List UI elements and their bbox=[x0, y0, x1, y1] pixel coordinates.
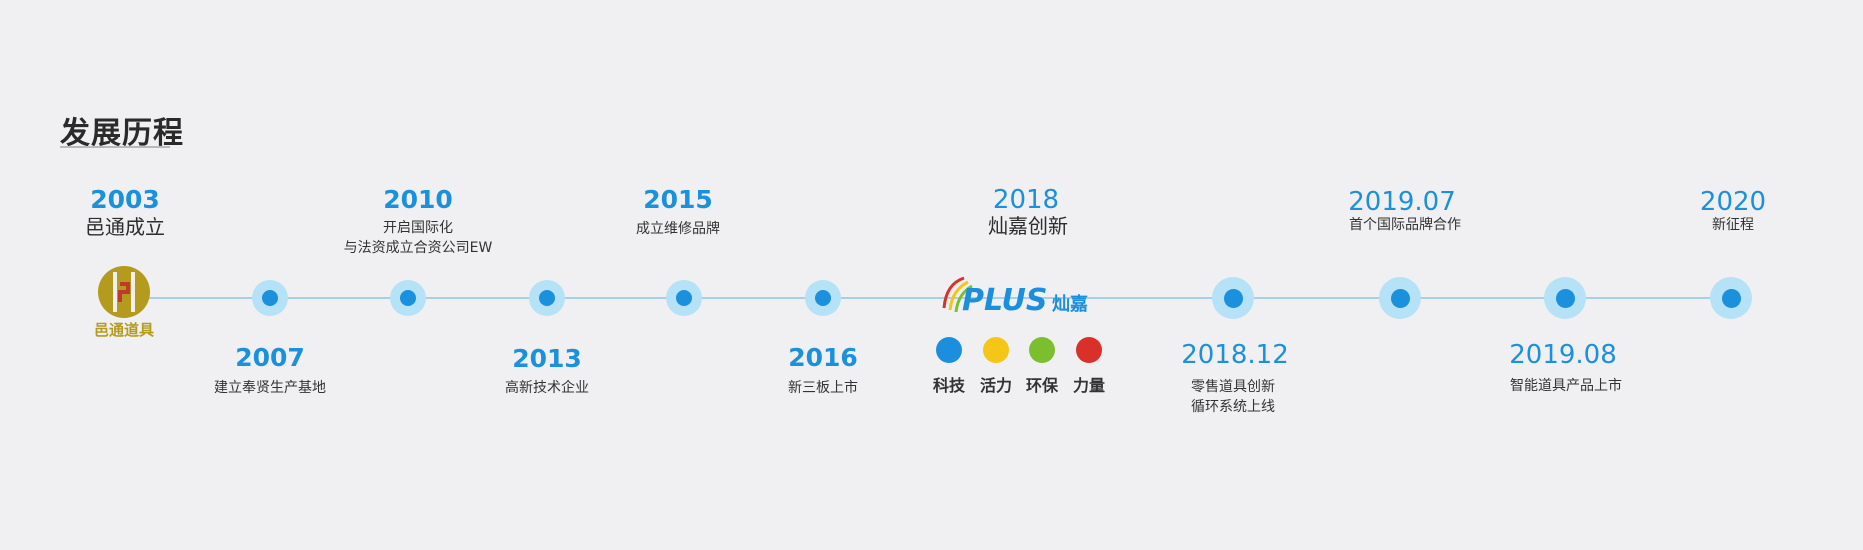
plus-logo-cn-text: 灿嘉 bbox=[1052, 293, 1088, 315]
timeline-dot-2015 bbox=[666, 280, 702, 316]
value-dot-power bbox=[1076, 337, 1102, 363]
plus-brand-logo: PLUS 灿嘉 bbox=[942, 276, 1088, 318]
value-dot-eco bbox=[1029, 337, 1055, 363]
milestone-year-2016: 2016 bbox=[788, 343, 858, 372]
milestone-desc-2018-12-line2: 循环系统上线 bbox=[1191, 399, 1275, 415]
timeline-dot-2019-08 bbox=[1544, 277, 1586, 319]
milestone-year-2003: 2003 bbox=[90, 185, 160, 214]
milestone-desc-2013: 高新技术企业 bbox=[505, 380, 589, 396]
timeline-dot-2016 bbox=[805, 280, 841, 316]
plus-logo-text: PLUS bbox=[962, 283, 1047, 318]
milestone-year-2020: 2020 bbox=[1699, 187, 1767, 217]
milestone-year-2013: 2013 bbox=[512, 344, 582, 373]
section-title: 发展历程 bbox=[60, 116, 184, 151]
value-label-power: 力量 bbox=[1072, 376, 1105, 395]
milestone-desc-2019-07: 首个国际品牌合作 bbox=[1349, 217, 1461, 233]
milestone-year-2010: 2010 bbox=[383, 185, 453, 214]
milestone-desc-2003: 邑通成立 bbox=[85, 215, 165, 239]
milestone-year-2019-07: 2019.07 bbox=[1348, 187, 1456, 217]
company-logo: 邑通道具 bbox=[94, 266, 154, 339]
milestone-year-2015: 2015 bbox=[643, 185, 713, 214]
value-label-tech: 科技 bbox=[932, 376, 965, 395]
milestone-year-2019-08: 2019.08 bbox=[1509, 340, 1617, 370]
title-underline bbox=[60, 146, 170, 148]
milestone-desc-2019-08: 智能道具产品上市 bbox=[1510, 378, 1622, 394]
milestone-desc-2010-line2: 与法资成立合资公司EW bbox=[343, 240, 493, 256]
timeline-dot-2013 bbox=[529, 280, 565, 316]
milestone-desc-2018: 灿嘉创新 bbox=[988, 214, 1068, 238]
milestone-desc-2020: 新征程 bbox=[1712, 217, 1754, 233]
timeline-dot-2019-07 bbox=[1379, 277, 1421, 319]
milestone-desc-2015: 成立维修品牌 bbox=[636, 221, 720, 237]
milestone-desc-2007: 建立奉贤生产基地 bbox=[214, 380, 326, 396]
value-label-vitality: 活力 bbox=[979, 376, 1012, 395]
timeline-dot-2007 bbox=[252, 280, 288, 316]
milestone-year-2018: 2018 bbox=[992, 185, 1060, 215]
value-dot-tech bbox=[936, 337, 962, 363]
company-logo-text: 邑通道具 bbox=[94, 321, 154, 339]
milestone-desc-2010-line1: 开启国际化 bbox=[383, 220, 453, 236]
milestone-year-2018-12: 2018.12 bbox=[1181, 340, 1289, 370]
timeline-dot-2020 bbox=[1710, 277, 1752, 319]
value-label-eco: 环保 bbox=[1025, 376, 1058, 395]
timeline-dot-2018-12 bbox=[1212, 277, 1254, 319]
milestone-year-2007: 2007 bbox=[235, 343, 305, 372]
timeline-dot-2010 bbox=[390, 280, 426, 316]
timeline-line bbox=[145, 297, 1732, 299]
milestone-desc-2016: 新三板上市 bbox=[788, 380, 858, 396]
milestone-desc-2018-12-line1: 零售道具创新 bbox=[1191, 379, 1275, 395]
value-dot-vitality bbox=[983, 337, 1009, 363]
